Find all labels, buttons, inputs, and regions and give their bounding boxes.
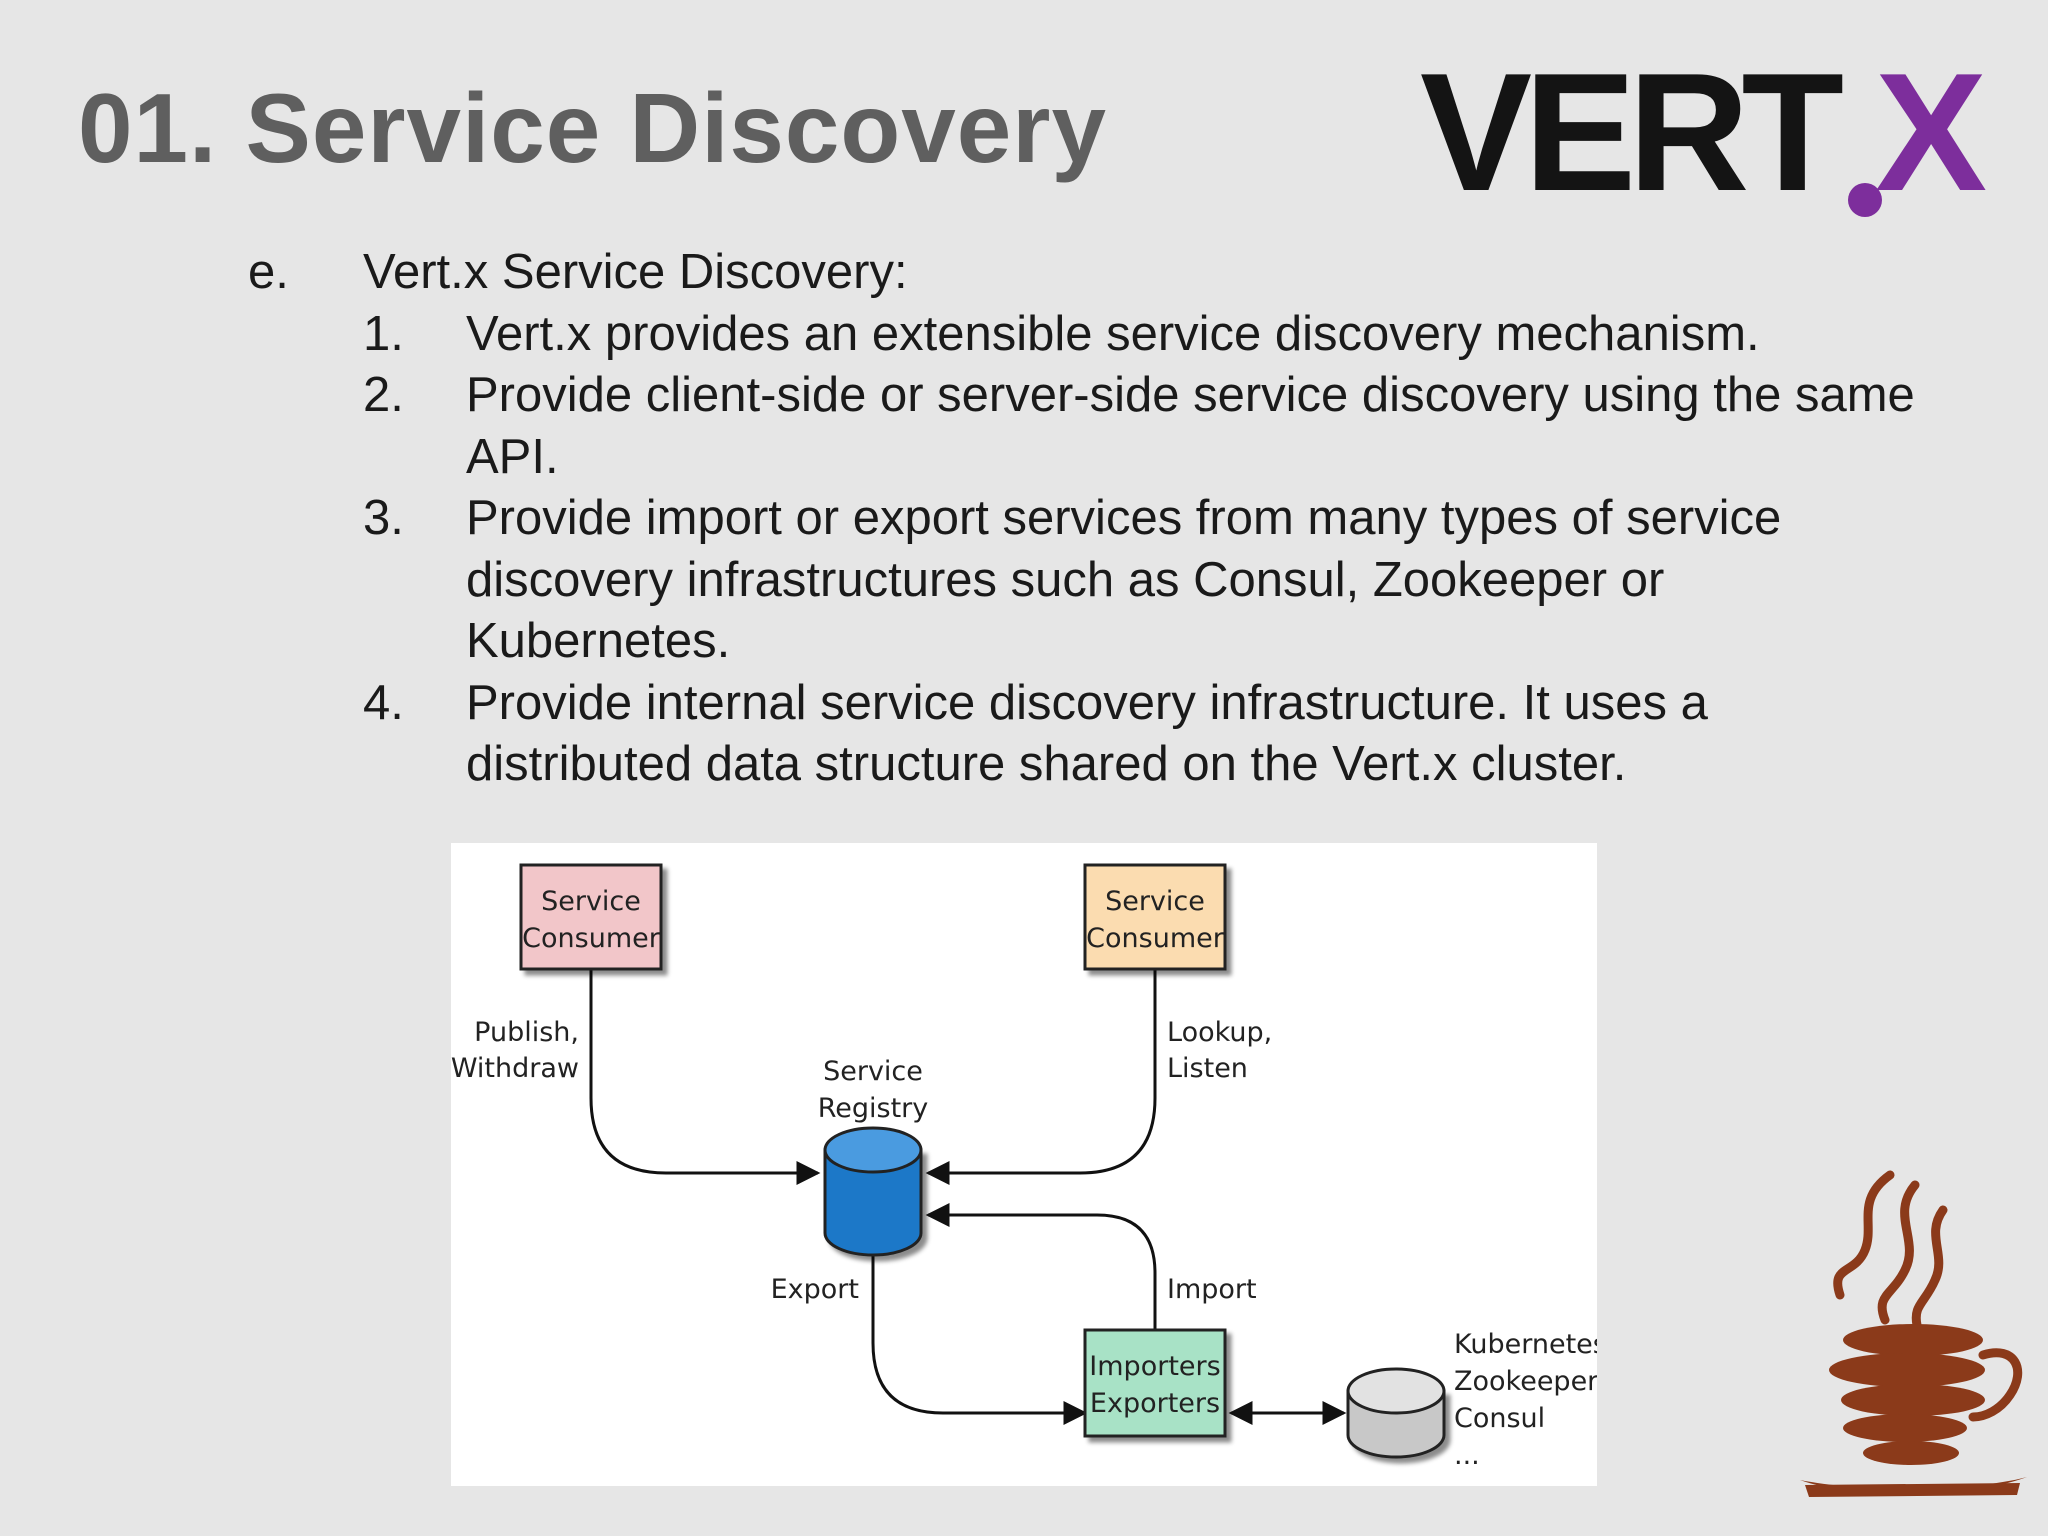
edge-publish-label: Withdraw	[451, 1053, 579, 1084]
service-consumer-left-label: Service	[541, 886, 641, 917]
service-consumer-left: Service Consumer	[519, 863, 663, 971]
bullet-list: e. Vert.x Service Discovery: 1. Vert.x p…	[0, 242, 2048, 796]
java-cup-icon	[1800, 1324, 2027, 1497]
service-registry-label: Registry	[818, 1093, 929, 1124]
importers-exporters-box	[1083, 1328, 1227, 1438]
section-heading: Vert.x Service Discovery:	[363, 245, 908, 299]
java-cup-handle-icon	[1968, 1348, 2023, 1422]
vertx-logo-x: X	[1875, 50, 1987, 220]
java-steam-icon	[1833, 1170, 1948, 1330]
importers-exporters: Importers Exporters	[1083, 1328, 1227, 1438]
importers-exporters-label: Exporters	[1090, 1388, 1220, 1419]
service-consumer-right-box	[1083, 863, 1227, 971]
list-item-continuation: Kubernetes.	[0, 611, 2048, 673]
list-item-marker: 4.	[363, 675, 404, 730]
list-item: 1. Vert.x provides an extensible service…	[0, 304, 2048, 366]
list-item-marker: 1.	[363, 306, 404, 361]
list-item-text: discovery infrastructures such as Consul…	[466, 552, 1665, 607]
vertx-logo-dot	[1848, 183, 1882, 217]
service-consumer-left-box	[519, 863, 663, 971]
section-heading-row: e. Vert.x Service Discovery:	[0, 242, 2048, 304]
edge-export-label: Export	[771, 1274, 859, 1305]
service-registry-cylinder-top	[823, 1126, 923, 1174]
service-consumer-right-label: Consumer	[1086, 923, 1225, 954]
list-item-marker: 3.	[363, 491, 404, 545]
list-item-text: API.	[466, 429, 559, 484]
list-item-text: Provide internal service discovery infra…	[466, 675, 1708, 730]
external-registry-label: Zookeeper	[1454, 1366, 1597, 1397]
list-item-marker: 2.	[363, 368, 404, 422]
service-consumer-right: Service Consumer	[1083, 863, 1227, 971]
slide-title: 01. Service Discovery	[78, 73, 1107, 183]
list-item-text: Provide client-side or server-side servi…	[466, 368, 1915, 422]
external-registries-cylinder-top	[1346, 1367, 1446, 1415]
list-item-text: Vert.x provides an extensible service di…	[466, 306, 1760, 361]
list-item-text: distributed data structure shared on the…	[466, 737, 1627, 791]
list-item-continuation: discovery infrastructures such as Consul…	[0, 550, 2048, 612]
external-registry-label: ...	[1454, 1440, 1480, 1471]
list-item-text: Provide import or export services from m…	[466, 491, 1782, 545]
importers-exporters-label: Importers	[1089, 1351, 1220, 1382]
service-registry-cylinder	[823, 1148, 923, 1257]
list-item-continuation: API.	[0, 427, 2048, 489]
list-item: 4. Provide internal service discovery in…	[0, 673, 2048, 735]
vertx-logo-text: VERT	[1420, 50, 1842, 220]
edge-lookup-label: Lookup,	[1167, 1017, 1272, 1048]
edge-lookup-label: Listen	[1167, 1053, 1248, 1084]
edge-publish-label: Publish,	[474, 1017, 579, 1048]
vertx-logo: VERT X	[1420, 50, 1987, 220]
edge-publish-line	[589, 961, 821, 1185]
edge-export-line	[871, 1256, 1088, 1425]
external-registry-label: Consul	[1454, 1403, 1545, 1434]
list-item: 2. Provide client-side or server-side se…	[0, 365, 2048, 427]
external-registry-label: Kubernetes	[1454, 1329, 1597, 1360]
service-consumer-left-label: Consumer	[522, 923, 661, 954]
section-marker: e.	[248, 245, 289, 299]
list-item-text: Kubernetes.	[466, 614, 731, 668]
list-item-continuation: distributed data structure shared on the…	[0, 734, 2048, 796]
service-consumer-right-label: Service	[1105, 886, 1205, 917]
service-registry: Service Registry	[818, 1056, 929, 1257]
java-coffee-logo	[1800, 1170, 2027, 1497]
edge-import-line	[925, 1203, 1157, 1330]
edge-import-label: Import	[1167, 1274, 1257, 1305]
diagram-canvas: Service Consumer Service Consumer Publis…	[451, 863, 1597, 1471]
service-discovery-diagram: Service Consumer Service Consumer Publis…	[451, 843, 1597, 1486]
external-registries: Kubernetes Zookeeper Consul ...	[1346, 1329, 1597, 1471]
list-item: 3. Provide import or export services fro…	[0, 488, 2048, 550]
edge-lookup-line	[925, 961, 1157, 1185]
service-registry-label: Service	[823, 1056, 923, 1087]
